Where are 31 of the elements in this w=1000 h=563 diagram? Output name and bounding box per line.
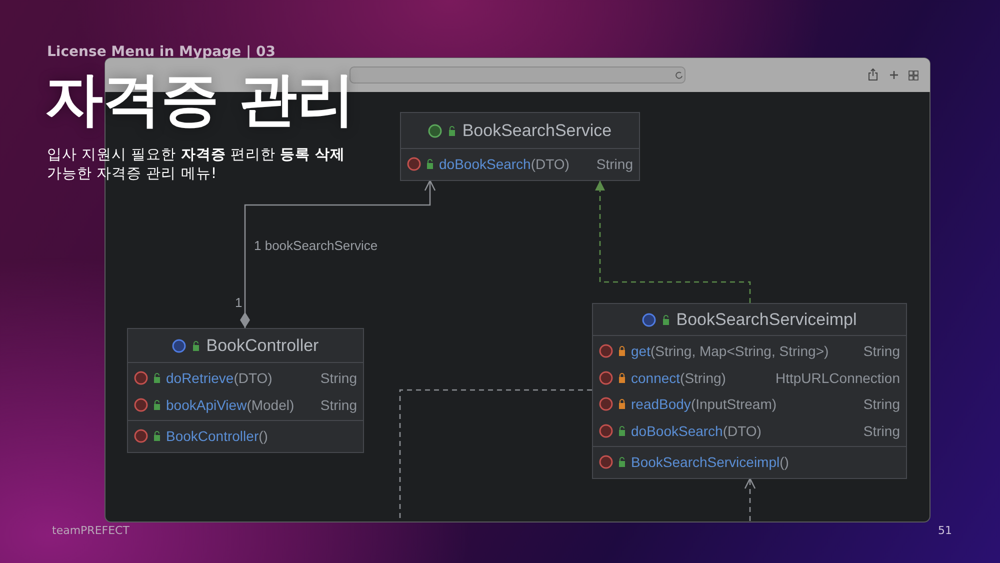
return-type: String [862,422,900,439]
class-name: BookSearchService [462,120,612,140]
dashed-arrow [744,478,756,521]
method-signature: BookController() [166,428,268,444]
class-name: BookController [206,336,319,356]
association-arrow [240,180,436,328]
dashed-arrow [595,180,751,303]
edge-label: 1 bookSearchService [252,238,380,253]
return-type: HttpURLConnection [774,370,900,386]
method-signature: doRetrieve(DTO) [166,370,272,386]
multiplicity-label: 1 [235,295,242,310]
method-signature: doBookSearch(DTO) [631,422,762,439]
subtitle: 입사 지원시 필요한 자격증 편리한 등록 삭제 가능한 자격증 관리 메뉴! [47,146,346,184]
class-name: BookSearchServiceimpl [676,310,857,330]
method-signature: bookApiView(Model) [166,396,294,413]
return-type: String [862,396,900,412]
class-box [592,303,907,478]
return-type: String [595,156,633,172]
section-heading: License Menu in Mypage | 03 [47,44,276,60]
return-type: String [319,370,357,386]
class-box [400,112,640,180]
return-type: String [862,343,900,360]
page-number: 51 [938,524,952,537]
class-box [127,328,364,452]
method-signature: doBookSearch(DTO) [439,156,570,172]
method-signature: connect(String) [631,370,726,386]
method-signature: readBody(InputStream) [631,396,777,412]
return-type: String [319,396,357,413]
method-signature: get(String, Map<String, String>) [631,343,829,360]
method-signature: BookSearchServiceimpl() [631,454,789,470]
team-name: teamPREFECT [52,524,130,537]
